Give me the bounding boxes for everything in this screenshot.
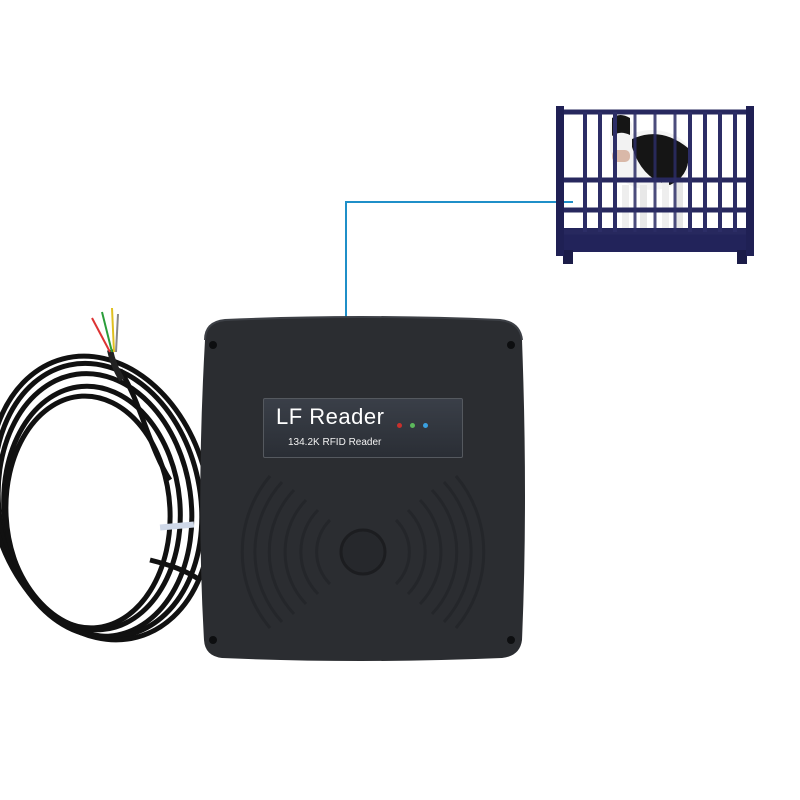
cable-tie (159, 521, 195, 531)
screw-hole (507, 341, 515, 349)
reader-device (200, 316, 525, 661)
rfid-wave-icon (240, 475, 486, 629)
status-led-red (397, 423, 402, 428)
screw-hole (507, 636, 515, 644)
device-title: LF Reader (276, 404, 385, 429)
screw-hole (209, 636, 217, 644)
connector-line (345, 201, 573, 318)
screw-hole (209, 341, 217, 349)
device-label-window: LF Reader 134.2K RFID Reader (263, 398, 463, 458)
status-led-blue (423, 423, 428, 428)
device-subtitle: 134.2K RFID Reader (288, 437, 382, 448)
cattle-cage-photo (556, 106, 754, 264)
cable-wires (91, 307, 119, 353)
status-led-green (410, 423, 415, 428)
cable-coil (0, 349, 214, 643)
